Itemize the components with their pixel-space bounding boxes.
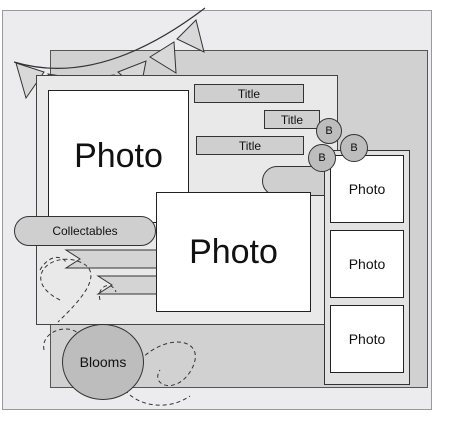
collectables-label: Collectables <box>14 216 156 246</box>
embellishment-b-3: B <box>308 144 336 172</box>
photo-small-2: Photo <box>330 230 404 298</box>
photo-large-center: Photo <box>156 192 311 312</box>
photo-small-1: Photo <box>330 155 404 223</box>
title-box-1: Title <box>194 84 304 103</box>
blooms-circle: Blooms <box>62 324 144 400</box>
embellishment-b-1: B <box>316 118 342 144</box>
photo-small-3: Photo <box>330 305 404 373</box>
embellishment-b-2: B <box>340 134 368 162</box>
title-box-2: Title <box>264 110 320 129</box>
title-box-3: Title <box>196 136 304 155</box>
